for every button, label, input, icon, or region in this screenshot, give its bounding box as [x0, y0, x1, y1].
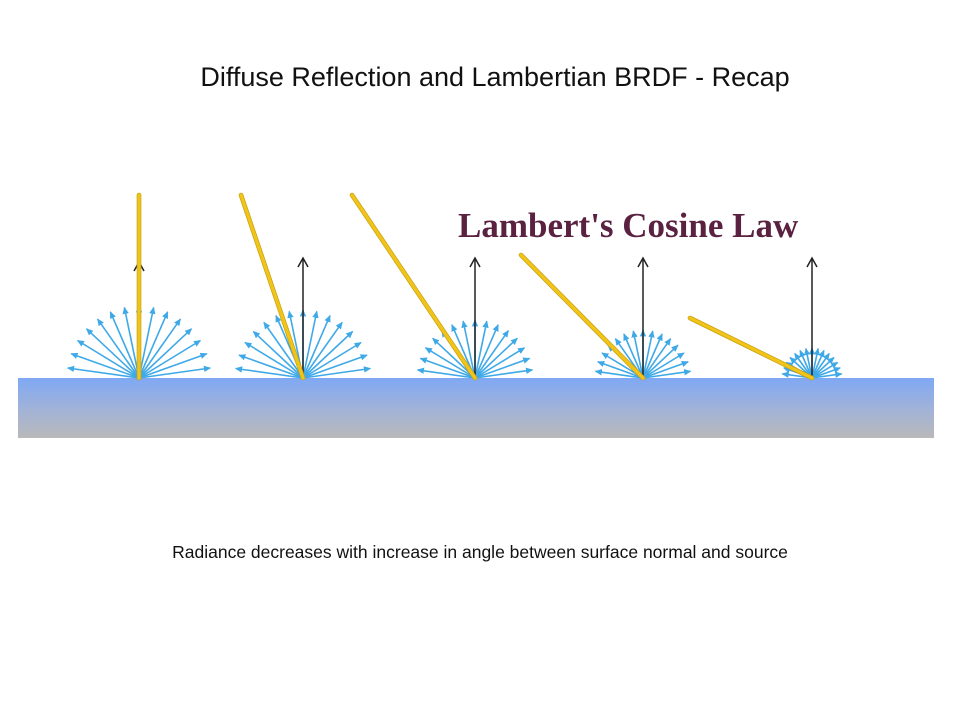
slide-caption: Radiance decreases with increase in angl… [172, 542, 788, 562]
reflected-ray-1-13 [76, 339, 140, 379]
reflected-ray-1-11 [96, 318, 140, 379]
reflected-ray-4-15 [594, 369, 644, 379]
incident-ray-4 [519, 253, 645, 380]
reflected-ray-4-4 [642, 344, 679, 379]
reflected-ray-4-14 [597, 360, 644, 379]
reflected-ray-2-6 [302, 314, 331, 379]
reflected-ray-2-3 [302, 341, 362, 379]
incident-ray-3 [350, 193, 477, 380]
reflected-ray-5-1 [811, 371, 843, 379]
reflected-ray-3-9 [461, 320, 476, 379]
reflected-ray-3-2 [474, 357, 531, 379]
reflected-ray-3-5 [474, 329, 510, 379]
reflected-ray-2-12 [252, 330, 304, 379]
incident-ray-5 [688, 316, 814, 380]
reflected-ray-2-11 [263, 321, 304, 379]
reflection-scene [66, 192, 843, 381]
reflected-ray-2-14 [238, 354, 304, 379]
reflected-ray-1-6 [138, 311, 169, 379]
reflected-ray-5-6 [811, 349, 825, 379]
reflected-ray-5-2 [811, 367, 841, 379]
reflected-ray-5-4 [811, 356, 835, 379]
reflected-ray-1-5 [138, 318, 182, 379]
surface-normal-arrowhead-5 [806, 256, 818, 268]
reflected-ray-1-14 [70, 352, 140, 379]
reflected-ray-3-3 [474, 347, 526, 379]
reflected-ray-2-7 [302, 310, 319, 379]
reflected-ray-1-7 [138, 306, 156, 379]
reflected-ray-2-4 [302, 330, 354, 379]
reflected-ray-1-15 [66, 365, 140, 379]
reflected-ray-1-10 [109, 311, 140, 379]
reflected-ray-4-10 [623, 333, 644, 379]
reflected-ray-1-3 [138, 339, 202, 379]
slide-title: Diffuse Reflection and Lambertian BRDF -… [200, 62, 790, 92]
reflected-ray-1-12 [85, 328, 140, 379]
reflected-ray-5-5 [811, 352, 830, 379]
reflected-ray-3-6 [474, 324, 499, 379]
reflected-ray-4-9 [631, 330, 644, 379]
reflected-ray-2-15 [234, 366, 304, 379]
reflected-ray-4-7 [642, 330, 655, 379]
reflected-ray-3-7 [474, 320, 489, 379]
surface-normal-arrowhead-2 [297, 256, 309, 268]
reflected-ray-4-1 [642, 369, 692, 379]
reflected-ray-1-2 [138, 352, 208, 379]
reflected-ray-3-15 [416, 367, 476, 379]
reflecting-surface [18, 378, 934, 438]
reflected-ray-4-6 [642, 333, 663, 379]
reflected-ray-5-3 [811, 361, 839, 379]
surface-normal-arrowhead-3 [469, 256, 481, 268]
incident-ray-2 [239, 193, 305, 380]
reflected-ray-4-5 [642, 338, 672, 379]
reflected-ray-2-2 [302, 354, 368, 379]
surface-normal-arrowhead-4 [637, 256, 649, 268]
reflected-ray-2-1 [302, 366, 372, 379]
reflected-ray-4-3 [642, 352, 685, 379]
reflected-ray-2-5 [302, 321, 343, 379]
reflected-ray-4-2 [642, 360, 689, 379]
figure-heading: Lambert's Cosine Law [458, 206, 799, 245]
reflected-ray-5-7 [811, 347, 820, 379]
reflected-ray-3-14 [419, 357, 476, 379]
reflected-ray-5-11 [794, 352, 813, 379]
reflected-ray-1-1 [138, 365, 212, 379]
reflected-ray-1-4 [138, 328, 193, 379]
reflected-ray-5-10 [799, 349, 813, 379]
reflected-ray-2-13 [244, 341, 304, 379]
reflected-ray-3-4 [474, 337, 518, 379]
reflected-ray-3-13 [424, 347, 476, 379]
reflected-ray-1-9 [122, 306, 140, 379]
reflected-ray-3-1 [474, 367, 534, 379]
reflected-ray-5-9 [804, 347, 813, 379]
